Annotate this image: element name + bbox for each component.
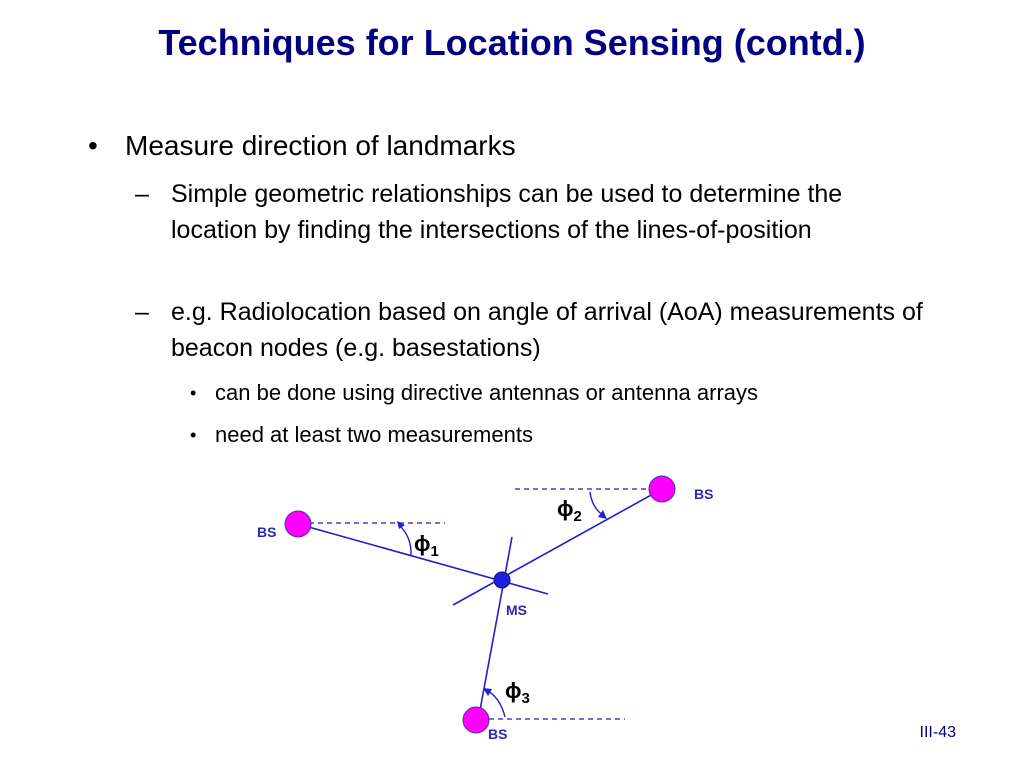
line-of-position-2 — [452, 488, 663, 606]
bs-label-3: BS — [488, 726, 507, 742]
mobile-station — [493, 571, 511, 589]
bullet-glyph: • — [88, 130, 98, 161]
bs-label-1: BS — [257, 524, 276, 540]
phi-symbol: ϕ — [414, 531, 431, 556]
sub-sub-bullet-2-text: need at least two measurements — [215, 422, 533, 447]
sub-bullet-2-text: e.g. Radiolocation based on angle of arr… — [171, 298, 923, 362]
angle-arc-1 — [398, 524, 412, 557]
sub-sub-bullet-1-text: can be done using directive antennas or … — [215, 380, 759, 405]
sub-bullet-1-text: Simple geometric relationships can be us… — [171, 180, 843, 244]
ms-label: MS — [506, 602, 527, 618]
dash-glyph: – — [135, 298, 149, 326]
line-of-position-3 — [477, 536, 513, 722]
base-station-1 — [284, 510, 312, 538]
phi-symbol: ϕ — [557, 496, 574, 521]
arrowhead-1 — [397, 521, 405, 529]
base-station-2 — [648, 475, 676, 503]
bullet-glyph: • — [190, 425, 197, 445]
angle-label-1: ϕ1 — [414, 531, 439, 560]
angle-index-3: 3 — [522, 690, 530, 707]
arrowhead-3 — [483, 688, 492, 696]
angle-label-3: ϕ3 — [505, 678, 530, 707]
base-station-3 — [462, 706, 490, 734]
bullet-main-text: Measure direction of landmarks — [125, 130, 516, 161]
angle-label-2: ϕ2 — [557, 496, 582, 525]
bullet-glyph: • — [190, 383, 197, 403]
phi-symbol: ϕ — [505, 678, 522, 703]
arrowhead-2 — [598, 510, 607, 519]
bs-label-2: BS — [694, 486, 713, 502]
dash-glyph: – — [135, 180, 149, 208]
slide-title: Techniques for Location Sensing (contd.) — [158, 22, 866, 63]
page-number: III-43 — [919, 724, 956, 741]
angle-index-2: 2 — [574, 508, 582, 525]
angle-index-1: 1 — [431, 543, 439, 560]
